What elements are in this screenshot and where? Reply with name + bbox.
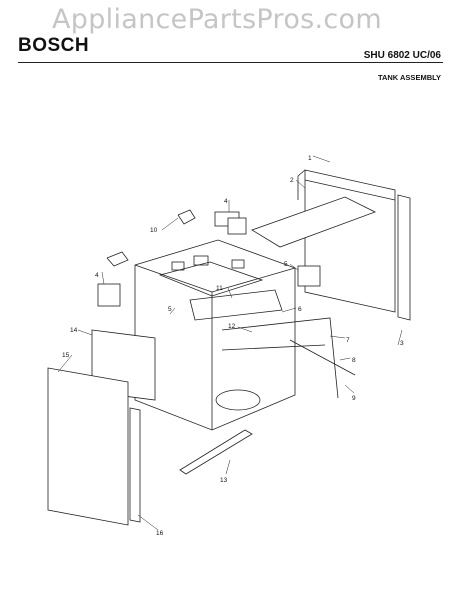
callout-7: 7 (346, 337, 350, 344)
callout-5-right: 5 (284, 261, 288, 268)
callout-8: 8 (352, 357, 356, 364)
callout-15: 15 (62, 352, 70, 359)
brand-logo: BOSCH (18, 35, 90, 56)
callout-11: 11 (216, 285, 223, 292)
clip-part-4-left (97, 283, 121, 307)
callout-10: 10 (150, 227, 158, 234)
header-rule (18, 62, 443, 63)
callout-16: 16 (156, 530, 164, 537)
callout-12: 12 (228, 323, 236, 330)
top-panel (251, 196, 377, 248)
clip-part-4-top (214, 211, 247, 235)
tank-body (134, 239, 296, 431)
leader-lines (57, 155, 403, 531)
door-panel (47, 367, 129, 526)
callout-4-left: 4 (95, 272, 99, 279)
callout-6: 6 (298, 306, 302, 313)
side-strip-left (129, 407, 141, 523)
side-strip-right (397, 194, 411, 321)
callout-14: 14 (70, 327, 78, 334)
bottom-rail (179, 429, 253, 475)
callout-4-top: 4 (224, 198, 228, 205)
watermark: AppliancePartsPros.com (52, 4, 382, 35)
callout-13: 13 (220, 477, 228, 484)
frame-rail (221, 317, 356, 399)
callout-2: 2 (290, 177, 294, 184)
callout-9: 9 (352, 395, 356, 402)
bracket-part-5-right (297, 265, 321, 287)
diagram-title: TANK ASSEMBLY (377, 73, 441, 82)
callout-5-left: 5 (168, 306, 172, 313)
side-panel-right (297, 169, 396, 313)
callout-3: 3 (400, 340, 404, 347)
bracket-part-10 (106, 209, 196, 267)
callout-1: 1 (308, 155, 312, 162)
model-number: SHU 6802 UC/06 (363, 50, 441, 61)
